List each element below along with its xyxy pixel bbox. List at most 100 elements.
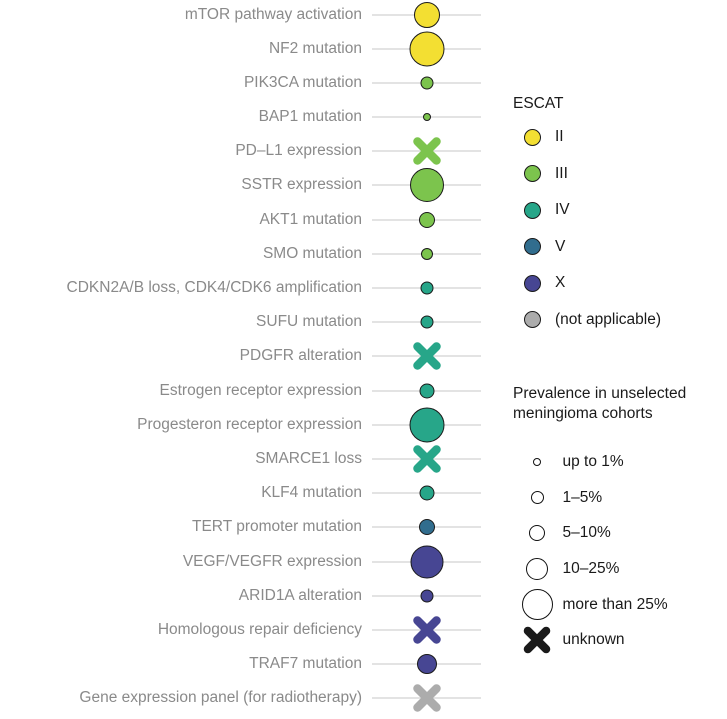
legend-item-label: 10–25%: [562, 559, 620, 577]
prevalence-dot: [417, 654, 437, 675]
chart-row: AKT1 mutation: [0, 203, 727, 237]
row-marker: [419, 383, 435, 399]
legend-prevalence-item: 10–25%: [513, 551, 686, 587]
legend-item-label: more than 25%: [562, 595, 668, 613]
row-label: CDKN2A/B loss, CDK4/CDK6 amplification: [66, 279, 362, 296]
legend-item-label: (not applicable): [555, 310, 661, 328]
x-marker-icon: [413, 137, 441, 165]
legend-item-label: X: [555, 274, 566, 292]
legend-prevalence: Prevalence in unselected meningioma coho…: [513, 384, 686, 658]
escat-color-swatch: [523, 128, 541, 146]
prevalence-size-swatch: [521, 588, 554, 621]
legend-prevalence-items: up to 1% 1–5% 5–10% 10–25% more than 25%…: [513, 444, 686, 658]
prevalence-size-circle: [530, 491, 544, 505]
legend-prevalence-title: Prevalence in unselected meningioma coho…: [513, 384, 686, 423]
legend-item-label: up to 1%: [562, 452, 624, 470]
legend-prevalence-title-line2: meningioma cohorts: [513, 404, 653, 422]
chart-row: SMARCE1 loss: [0, 442, 727, 476]
legend-escat-item: II: [513, 119, 661, 156]
row-marker: [420, 589, 434, 603]
legend-prevalence-item: 5–10%: [513, 515, 686, 551]
legend-item-label: III: [555, 164, 568, 182]
chart-row: mTOR pathway activation: [0, 0, 727, 32]
chart-row: SSTR expression: [0, 168, 727, 203]
prevalence-dot: [420, 589, 434, 603]
prevalence-dot: [419, 211, 435, 228]
row-label: BAP1 mutation: [258, 108, 362, 126]
chart-row: CDKN2A/B loss, CDK4/CDK6 amplification: [0, 271, 727, 305]
row-label: TRAF7 mutation: [249, 655, 362, 673]
chart-row: Progesteron receptor expression: [0, 407, 727, 443]
legend-escat-item: IV: [513, 192, 661, 229]
prevalence-dot: [409, 31, 445, 67]
row-label: AKT1 mutation: [259, 210, 362, 228]
legend-escat-item: (not applicable): [513, 302, 661, 339]
row-marker: [419, 519, 435, 536]
row-marker: [413, 684, 442, 713]
row-label: PIK3CA mutation: [243, 73, 362, 91]
prevalence-size-swatch: [521, 445, 554, 478]
prevalence-dot: [419, 519, 435, 536]
prevalence-dot: [409, 407, 445, 443]
row-marker: [423, 113, 431, 122]
row-marker: [410, 545, 444, 579]
chart-row: NF2 mutation: [0, 31, 727, 67]
row-marker: [420, 76, 434, 90]
row-label: Gene expression panel (for radiotherapy): [79, 689, 362, 707]
row-marker: [413, 444, 442, 473]
legend-prevalence-item: unknown: [513, 622, 686, 658]
row-label: NF2 mutation: [268, 39, 362, 57]
row-marker: [419, 211, 435, 228]
prevalence-dot: [414, 1, 440, 28]
legend-escat-items: II III IV V X (not applicable): [513, 119, 661, 338]
legend-prevalence-item: up to 1%: [513, 444, 686, 480]
prevalence-size-circle: [526, 557, 548, 580]
chart-row: PD–L1 expression: [0, 134, 727, 168]
prevalence-dot: [410, 545, 444, 579]
row-label: VEGF/VEGFR expression: [182, 552, 362, 570]
x-marker-icon: [413, 445, 441, 473]
row-label: SUFU mutation: [256, 313, 362, 331]
legend-item-label: unknown: [562, 631, 625, 649]
legend-item-label: V: [555, 237, 566, 255]
chart-row: PIK3CA mutation: [0, 66, 727, 100]
escat-color-swatch: [523, 274, 541, 292]
chart-row: ARID1A alteration: [0, 579, 727, 613]
row-label: SMARCE1 loss: [255, 449, 362, 467]
row-label: Estrogen receptor expression: [159, 381, 362, 399]
row-label: PDGFR alteration: [239, 347, 362, 365]
legend-escat-title: ESCAT: [513, 95, 564, 112]
prevalence-size-swatch: [521, 517, 554, 550]
chart-row: Estrogen receptor expression: [0, 373, 727, 407]
x-marker-icon: [413, 616, 441, 644]
legend-escat-item: V: [513, 229, 661, 266]
row-marker: [410, 168, 444, 203]
prevalence-size-circle: [521, 589, 553, 621]
legend-item-label: 5–10%: [562, 524, 611, 542]
legend-escat-item: X: [513, 265, 661, 302]
legend-prevalence-item: 1–5%: [513, 480, 686, 516]
chart-row: BAP1 mutation: [0, 100, 727, 134]
escat-color-swatch: [523, 238, 541, 256]
chart-row: Homologous repair deficiency: [0, 613, 727, 647]
escat-color-swatch: [523, 165, 541, 183]
chart-row: PDGFR alteration: [0, 339, 727, 373]
escat-color-swatch: [523, 201, 541, 219]
prevalence-dot: [419, 383, 435, 399]
legend-prevalence-item: more than 25%: [513, 587, 686, 623]
chart-row: SMO mutation: [0, 237, 727, 271]
row-marker: [414, 1, 440, 28]
row-marker: [417, 654, 437, 675]
chart-row: KLF4 mutation: [0, 476, 727, 510]
prevalence-dot: [410, 168, 444, 203]
prevalence-size-circle: [533, 457, 541, 466]
x-marker-icon: [523, 627, 551, 654]
prevalence-dot: [421, 247, 433, 260]
row-label: SMO mutation: [262, 244, 362, 262]
x-marker-icon: [413, 342, 441, 371]
row-marker: [413, 342, 442, 371]
prevalence-size-swatch: [521, 624, 554, 657]
row-marker: [409, 31, 445, 67]
